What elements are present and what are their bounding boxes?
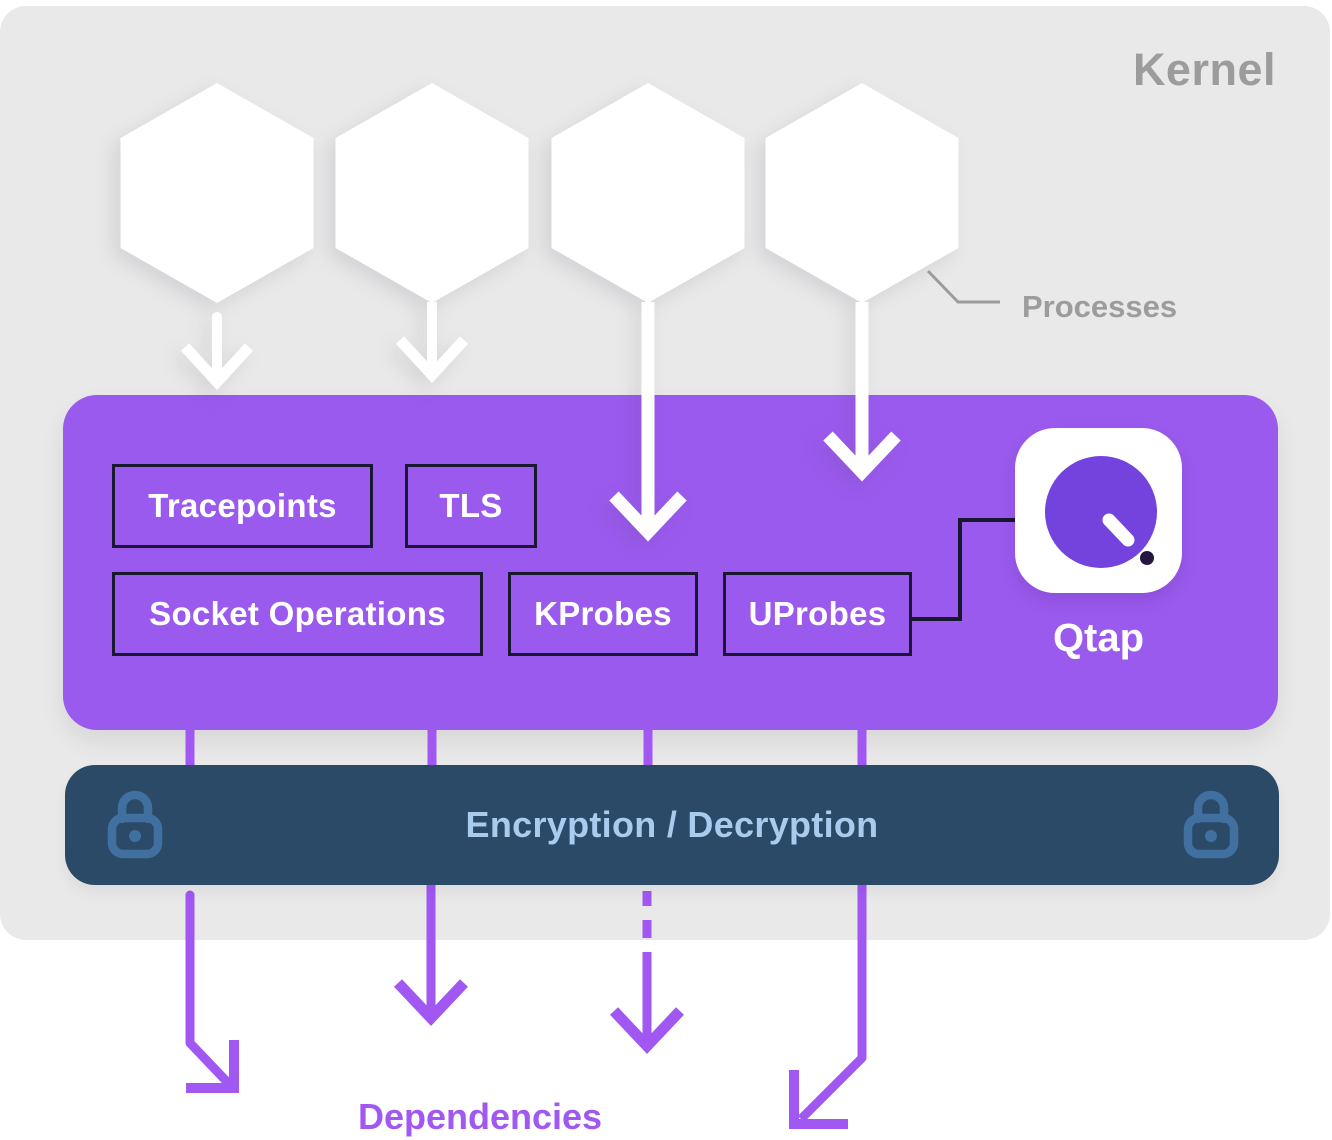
qtap-logo-circle: [1045, 456, 1157, 568]
qtap-label: Qtap: [1052, 616, 1145, 660]
hook-box-tracepoints: Tracepoints: [112, 464, 373, 548]
hook-label-uprobes: UProbes: [748, 595, 887, 632]
hook-box-kprobes: KProbes: [508, 572, 698, 656]
hook-label-tracepoints: Tracepoints: [148, 487, 337, 524]
lock-icon: [1183, 790, 1239, 859]
hook-label-tls: TLS: [439, 487, 503, 524]
hook-box-uprobes: UProbes: [723, 572, 912, 656]
qtap-logo: [1015, 428, 1182, 593]
lock-body: [107, 813, 163, 859]
hook-label-socket-operations: Socket Operations: [149, 595, 446, 632]
lock-shackle: [117, 790, 153, 824]
encryption-bar-label: Encryption / Decryption: [465, 804, 879, 845]
hook-box-socket-operations: Socket Operations: [112, 572, 483, 656]
qtap-logo-dot: [1140, 551, 1154, 565]
dependency-arrow-1-head: [186, 1040, 239, 1093]
qtap-logo-tick: [1102, 513, 1135, 547]
dependency-arrow-2-head: [393, 979, 469, 1027]
kernel-title: Kernel: [1132, 44, 1276, 95]
dependency-arrow-3-head: [609, 1007, 685, 1055]
dependency-arrow-4-head: [789, 1070, 848, 1129]
processes-label: Processes: [1022, 289, 1178, 324]
qtap-logo-mark: [1045, 456, 1157, 568]
lock-icon: [107, 790, 163, 859]
dependencies-label: Dependencies: [357, 1096, 603, 1137]
lock-body: [1183, 813, 1239, 859]
hook-label-kprobes: KProbes: [534, 595, 672, 632]
lock-keyhole: [129, 830, 141, 842]
lock-shackle: [1193, 790, 1229, 824]
hook-box-tls: TLS: [405, 464, 537, 548]
lock-keyhole: [1205, 830, 1217, 842]
encryption-bar: Encryption / Decryption: [65, 765, 1279, 885]
